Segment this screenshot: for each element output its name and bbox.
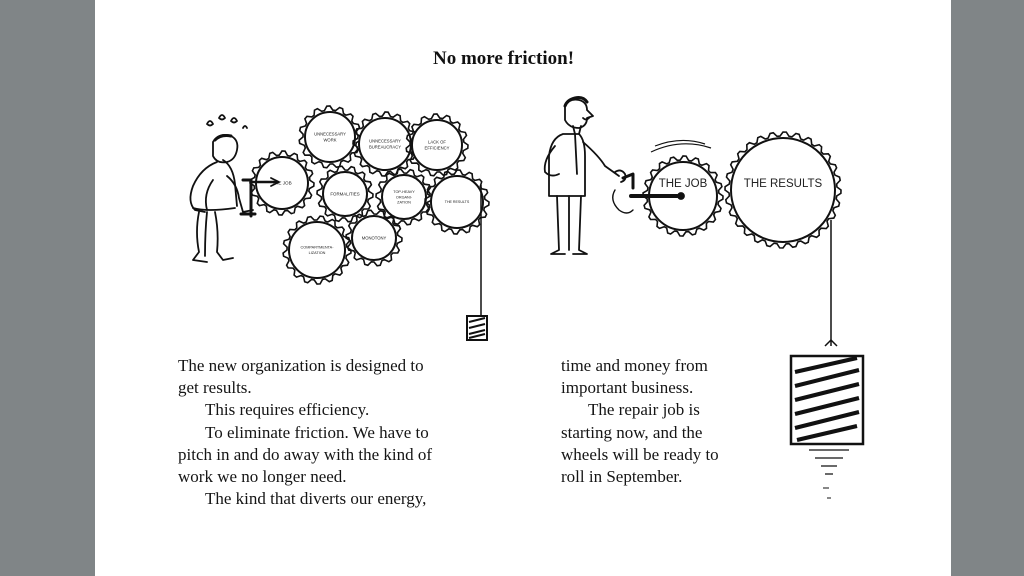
text-line: work we no longer need. xyxy=(178,467,347,487)
confident-man-figure xyxy=(543,96,685,255)
gear-label-job: THE JOB xyxy=(272,181,291,186)
gear-unnecessary-work xyxy=(298,105,362,169)
text-line: wheels will be ready to xyxy=(561,444,719,464)
gear-monotony xyxy=(345,209,403,267)
right-hanging-weight xyxy=(789,220,865,499)
gear-lack-of-efficiency xyxy=(405,113,469,177)
gear-label-formalities: FORMALITIES xyxy=(330,192,359,197)
struggling-man-figure xyxy=(189,114,280,263)
page-title: No more friction! xyxy=(433,48,575,69)
gear-top-heavy-organization xyxy=(375,168,433,226)
text-line: starting now, and the xyxy=(561,422,703,442)
body-text-right-column: time and money from important business. … xyxy=(561,355,801,488)
text-line: pitch in and do away with the kind of xyxy=(178,444,433,464)
right-gear-job-label: THE JOB xyxy=(659,178,708,190)
gear-label-monotony: MONOTONY xyxy=(362,235,387,240)
right-gear-results-label: THE RESULTS xyxy=(744,178,823,190)
text-line: This requires efficiency. xyxy=(205,400,370,420)
gear-label-the-results-small: THE RESULTS xyxy=(445,200,470,204)
gear-unnecessary-bureaucracy xyxy=(352,111,418,177)
left-hanging-weight xyxy=(466,185,488,341)
text-line: get results. xyxy=(178,378,252,398)
text-line: important business. xyxy=(561,378,694,398)
gear-the-results-small xyxy=(424,169,490,235)
right-gear-pair xyxy=(642,131,842,249)
gear-the-results xyxy=(724,131,842,249)
text-line: roll in September. xyxy=(561,467,683,487)
gear-compartmentalization xyxy=(282,215,352,285)
gear-formalities xyxy=(316,165,374,223)
text-line: The repair job is xyxy=(588,400,700,420)
text-line: The kind that diverts our energy, xyxy=(205,489,427,509)
gear-label-compartmentalization: COMPARTMENTA-LIZATION xyxy=(301,246,335,255)
text-line: The new organization is designed to xyxy=(178,356,424,375)
text-line: To eliminate friction. We have to xyxy=(205,422,429,442)
text-line: time and money from xyxy=(561,356,708,375)
body-text-left-column: The new organization is designed to get … xyxy=(178,355,518,510)
